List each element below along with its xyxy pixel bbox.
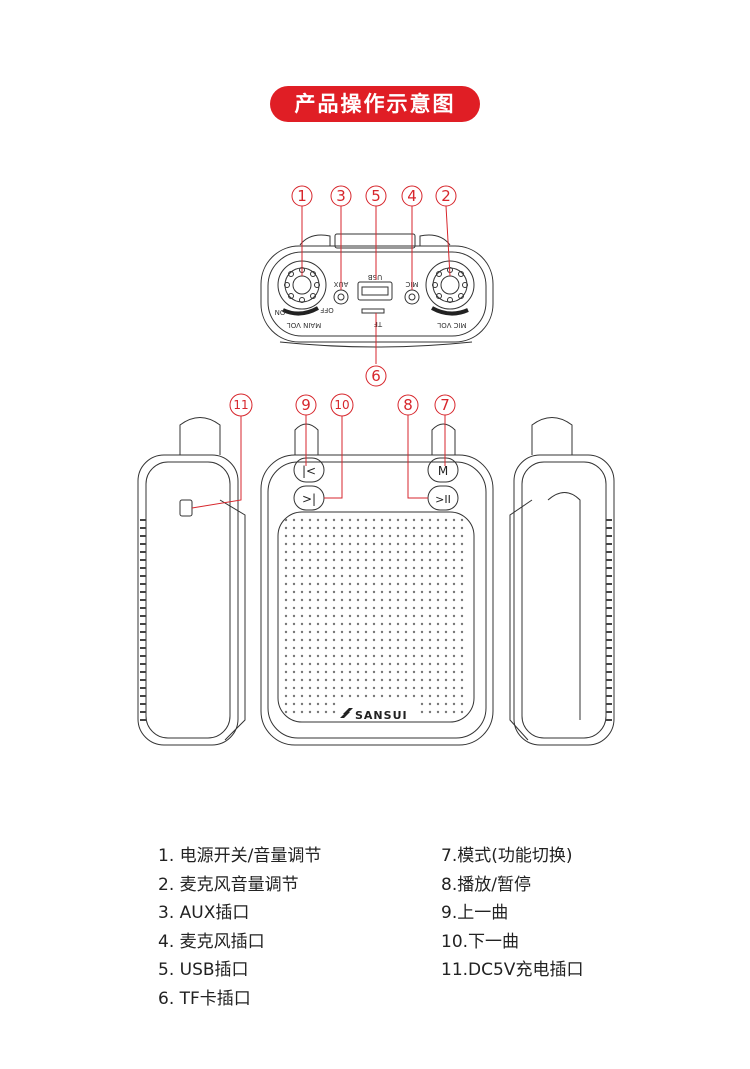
callout-3: 3	[336, 187, 346, 205]
callout-9: 9	[301, 396, 311, 414]
legend-left: 1. 电源开关/音量调节 2. 麦克风音量调节 3. AUX插口 4. 麦克风插…	[158, 842, 321, 1013]
callout-5: 5	[371, 187, 381, 205]
callout-circle-10	[330, 393, 354, 417]
page-title: 产品操作示意图	[270, 86, 480, 122]
legend-item: 6. TF卡插口	[158, 988, 251, 1009]
next-icon: >|	[302, 492, 316, 506]
legend-item: 3. AUX插口	[158, 903, 250, 923]
callout-1: 1	[297, 187, 307, 205]
right-knob-holes	[432, 267, 468, 303]
callout-circle-5	[365, 185, 387, 207]
mode-icon: M	[438, 464, 448, 478]
left-side-view	[137, 417, 246, 746]
callout-circle-11	[229, 393, 253, 417]
callout-circle-8	[397, 394, 419, 416]
callout-circle-4	[401, 185, 423, 207]
brand-name: SANSUI	[355, 709, 408, 722]
usb-label: USB	[368, 273, 383, 281]
callout-10: 10	[334, 398, 349, 412]
legend-item: 11.DC5V充电插口	[441, 960, 584, 980]
main-vol-label: MAIN VOL	[287, 321, 322, 329]
brand-logo-icon	[340, 708, 353, 718]
legend-item: 1. 电源开关/音量调节	[158, 846, 322, 866]
off-label: OFF	[320, 306, 334, 314]
callout-circle-6	[365, 365, 387, 387]
callout-4: 4	[407, 187, 417, 205]
callout-11: 11	[233, 398, 248, 412]
legend-item: 9.上一曲	[441, 903, 509, 923]
tf-label: TF	[374, 320, 383, 328]
mic-vol-label: MIC VOL	[437, 321, 466, 329]
callout-markers: 1 3 5 4 2 6 11 9 10 8 7	[229, 185, 457, 417]
legend-item: 2. 麦克风音量调节	[158, 874, 299, 895]
callout-7: 7	[440, 396, 450, 414]
callout-circle-3	[330, 185, 352, 207]
prev-icon: |<	[302, 464, 316, 478]
callout-lines	[191, 205, 451, 509]
top-view	[260, 233, 494, 348]
right-side-view	[509, 417, 615, 746]
callout-circle-1	[291, 185, 313, 207]
legend-item: 5. USB插口	[158, 960, 249, 980]
legend-item: 4. 麦克风插口	[158, 931, 265, 952]
legend-item: 7.模式(功能切换)	[441, 846, 573, 866]
speaker-grille	[284, 518, 464, 714]
callout-6: 6	[371, 367, 381, 385]
legend-item: 8.播放/暂停	[441, 874, 531, 895]
legend-item: 10.下一曲	[441, 931, 520, 952]
callout-circle-9	[295, 394, 317, 416]
callout-2: 2	[441, 187, 451, 205]
play-pause-icon: >II	[435, 493, 451, 506]
legend-right: 7.模式(功能切换) 8.播放/暂停 9.上一曲 10.下一曲 11.DC5V充…	[441, 842, 583, 985]
callout-8: 8	[403, 396, 413, 414]
callout-circle-2	[435, 185, 457, 207]
on-label: ON	[275, 308, 286, 316]
callout-circle-7	[434, 394, 456, 416]
front-view	[260, 423, 494, 746]
